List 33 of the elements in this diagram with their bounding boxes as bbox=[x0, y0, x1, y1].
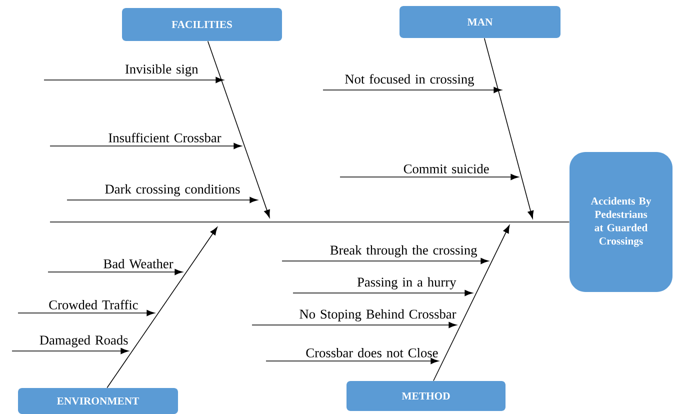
cause-label: Passing in a hurry bbox=[357, 277, 456, 290]
cause-label: Bad Weather bbox=[104, 258, 174, 268]
effect-box: Accidents By Pedestrians at Guarded Crossings bbox=[570, 152, 672, 292]
cause-label: Damaged Roads bbox=[40, 335, 128, 348]
cause-arrow bbox=[120, 348, 129, 354]
bone-arrow bbox=[106, 227, 218, 388]
bone-arrow bbox=[484, 38, 534, 219]
cause-arrow bbox=[480, 258, 489, 264]
category-box: FACILITIES bbox=[122, 8, 282, 41]
category-box: MAN bbox=[400, 6, 560, 38]
cause-arrow bbox=[430, 358, 439, 364]
cause-arrow bbox=[146, 310, 155, 316]
cause-arrow bbox=[174, 268, 183, 276]
cause-arrow bbox=[250, 196, 258, 204]
category-box: ENVIRONMENT bbox=[18, 388, 178, 414]
cause-label: Crossbar does not Close bbox=[306, 348, 438, 358]
bone-arrow bbox=[207, 40, 270, 218]
cause-label: Not focused in crossing bbox=[345, 74, 474, 86]
cause-label: No Stoping Behind Crossbar bbox=[300, 309, 456, 322]
cause-label: Invisible sign bbox=[125, 64, 198, 76]
cause-label: Commit suicide bbox=[404, 164, 489, 174]
cause-label: Insufficient Crossbar bbox=[108, 132, 222, 142]
cause-arrow bbox=[464, 290, 473, 296]
cause-arrow bbox=[234, 142, 242, 150]
cause-arrow bbox=[216, 76, 224, 84]
cause-label: Dark crossing conditions bbox=[105, 184, 240, 196]
cause-arrow bbox=[510, 174, 519, 180]
bone-arrow bbox=[433, 225, 510, 382]
cause-label: Crowded Traffic bbox=[49, 300, 138, 310]
category-box: METHOD bbox=[346, 381, 506, 411]
cause-arrow bbox=[448, 322, 457, 328]
cause-arrow bbox=[494, 86, 502, 94]
cause-label: Break through the crossing bbox=[330, 245, 478, 258]
